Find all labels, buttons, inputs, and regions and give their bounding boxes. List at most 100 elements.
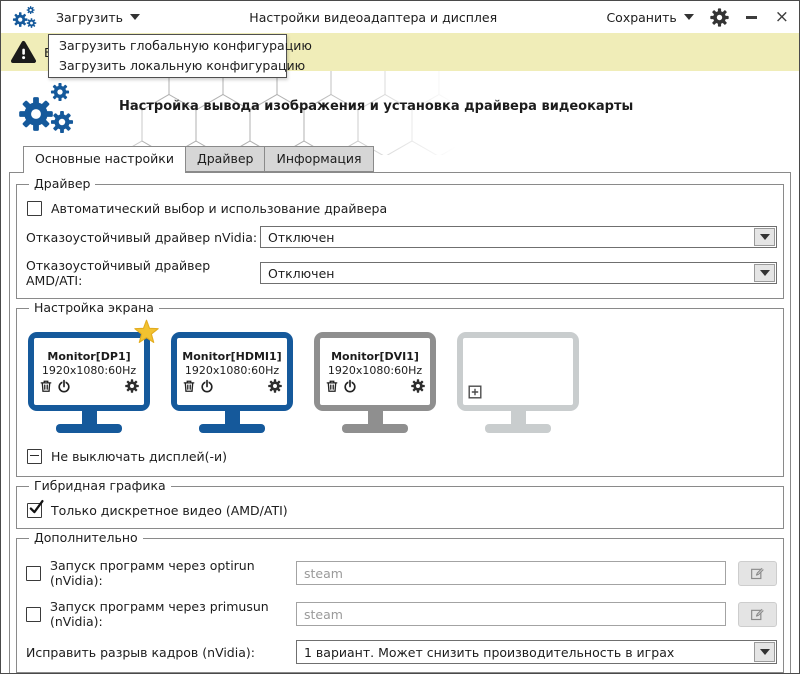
app-gears-icon [11,4,39,30]
check-icon [29,499,44,514]
monitor-resolution: 1920x1080:60Hz [327,364,423,377]
group-screen: Настройка экрана Monitor[DP1] 1920x1080:… [16,300,784,477]
monitor-stand-base [56,424,122,433]
monitor-stand [81,411,97,424]
monitor-name: Monitor[DP1] [47,350,131,363]
header-title: Настройка вывода изображения и установка… [119,99,634,114]
monitor-resolution: 1920x1080:60Hz [184,364,280,377]
tab-bar: Основные настройки Драйвер Информация [23,145,799,173]
amd-failsafe-select[interactable]: Отключен [260,262,777,284]
group-hybrid-title: Гибридная графика [29,478,171,493]
monitor-stand-base [199,424,265,433]
monitor-stand [510,411,526,424]
load-menu-button[interactable]: Загрузить [56,10,140,25]
tearing-value: 1 вариант. Может снизить производительно… [304,644,675,660]
discrete-video-row: Только дискретное видео (AMD/ATI) [27,499,777,518]
close-button[interactable]: × [774,7,789,27]
keep-display-on-checkbox[interactable] [27,449,42,464]
nvidia-failsafe-select[interactable]: Отключен [260,226,777,248]
monitor-gear-icon[interactable] [125,379,139,393]
load-menu-label: Загрузить [56,9,123,25]
monitor-stand [367,411,383,424]
monitor-name: Monitor[DVI1] [331,350,419,363]
menu-item-load-local[interactable]: Загрузить локальную конфигурацию [59,58,306,73]
combo-arrow-button[interactable] [754,642,775,662]
monitor-gear-icon[interactable] [411,379,425,393]
menu-item-load-global[interactable]: Загрузить глобальную конфигурацию [59,38,312,53]
add-monitor-icon[interactable] [468,385,482,399]
primusun-row: Запуск программ через primusun (nVidia): [26,599,777,629]
monitor-row: Monitor[DP1] 1920x1080:60Hz [28,319,777,433]
optirun-label: Запуск программ через optirun (nVidia): [50,558,255,588]
tearing-label: Исправить разрыв кадров (nVidia): [26,644,255,660]
power-icon[interactable] [57,379,71,393]
group-extra: Дополнительно Запуск программ через opti… [16,530,784,673]
monitor-hdmi1[interactable]: Monitor[HDMI1] 1920x1080:60Hz [171,332,293,433]
monitor-dvi1[interactable]: Monitor[DVI1] 1920x1080:60Hz [314,332,436,433]
indeterminate-mark [30,455,39,456]
chevron-down-icon [759,270,770,276]
gears-logo-icon [15,77,79,139]
amd-failsafe-value: Отключен [268,265,335,281]
primusun-checkbox[interactable] [26,606,41,622]
optirun-checkbox[interactable] [26,565,41,581]
primusun-input[interactable] [296,602,726,626]
monitor-add-slot[interactable] [457,332,579,433]
group-driver: Драйвер Автоматический выбор и использов… [16,176,784,299]
tab-information[interactable]: Информация [264,146,374,172]
amd-failsafe-row: Отказоустойчивый драйвер AMD/ATI: Отключ… [26,258,777,288]
optirun-row: Запуск программ через optirun (nVidia): [26,558,777,588]
trash-icon[interactable] [39,379,53,393]
chevron-down-icon [759,234,770,240]
tab-driver[interactable]: Драйвер [184,146,266,172]
save-menu-button[interactable]: Сохранить [606,9,694,25]
group-extra-title: Дополнительно [29,530,143,545]
keep-display-on-label: Не выключать дисплей(-и) [51,449,228,464]
group-hybrid: Гибридная графика Только дискретное виде… [16,478,784,529]
toolbar: Загрузить Настройки видеоадаптера и дисп… [1,1,799,33]
warning-triangle-icon [11,41,36,63]
trash-icon[interactable] [325,379,339,393]
power-icon[interactable] [343,379,357,393]
load-dropdown-menu: Загрузить глобальную конфигурацию Загруз… [48,34,312,78]
power-icon[interactable] [200,379,214,393]
tearing-row: Исправить разрыв кадров (nVidia): 1 вари… [26,640,777,664]
monitor-resolution: 1920x1080:60Hz [41,364,137,377]
tearing-select[interactable]: 1 вариант. Может снизить производительно… [296,640,777,664]
group-driver-title: Драйвер [29,176,96,191]
monitor-dp1[interactable]: Monitor[DP1] 1920x1080:60Hz [28,319,159,433]
group-screen-title: Настройка экрана [29,300,159,315]
chevron-down-icon [759,649,770,655]
trash-icon[interactable] [182,379,196,393]
amd-failsafe-label: Отказоустойчивый драйвер AMD/ATI: [26,258,211,288]
chevron-down-icon [683,14,694,20]
auto-driver-checkbox[interactable] [27,201,42,216]
monitor-stand [224,411,240,424]
tab-basic-settings[interactable]: Основные настройки [23,146,186,173]
minimize-button[interactable] [745,10,759,24]
combo-arrow-button[interactable] [754,264,775,282]
monitor-gear-icon[interactable] [268,379,282,393]
primary-star-icon [134,319,159,343]
primusun-edit-button[interactable] [738,601,777,627]
primusun-label: Запуск программ через primusun (nVidia): [50,599,269,629]
minimize-icon [746,15,758,19]
save-menu-label: Сохранить [606,9,677,25]
chevron-down-icon [130,14,140,20]
optirun-input[interactable] [296,561,726,585]
nvidia-failsafe-value: Отключен [268,229,335,245]
nvidia-failsafe-label: Отказоустойчивый драйвер nVidia: [26,229,258,245]
monitor-stand-base [485,424,551,433]
hexagon-fade [129,71,473,155]
auto-driver-label: Автоматический выбор и использование дра… [51,201,388,216]
tab-panel: Драйвер Автоматический выбор и использов… [9,172,791,673]
discrete-video-checkbox[interactable] [27,499,44,518]
auto-driver-row: Автоматический выбор и использование дра… [27,201,777,216]
optirun-edit-button[interactable] [738,560,777,586]
window-title: Настройки видеоадаптера и дисплея [249,9,498,25]
header-banner: Настройка вывода изображения и установка… [1,71,799,155]
settings-gear-button[interactable] [710,7,729,27]
combo-arrow-button[interactable] [754,228,775,246]
toolbar-right: Сохранить × [606,7,789,27]
